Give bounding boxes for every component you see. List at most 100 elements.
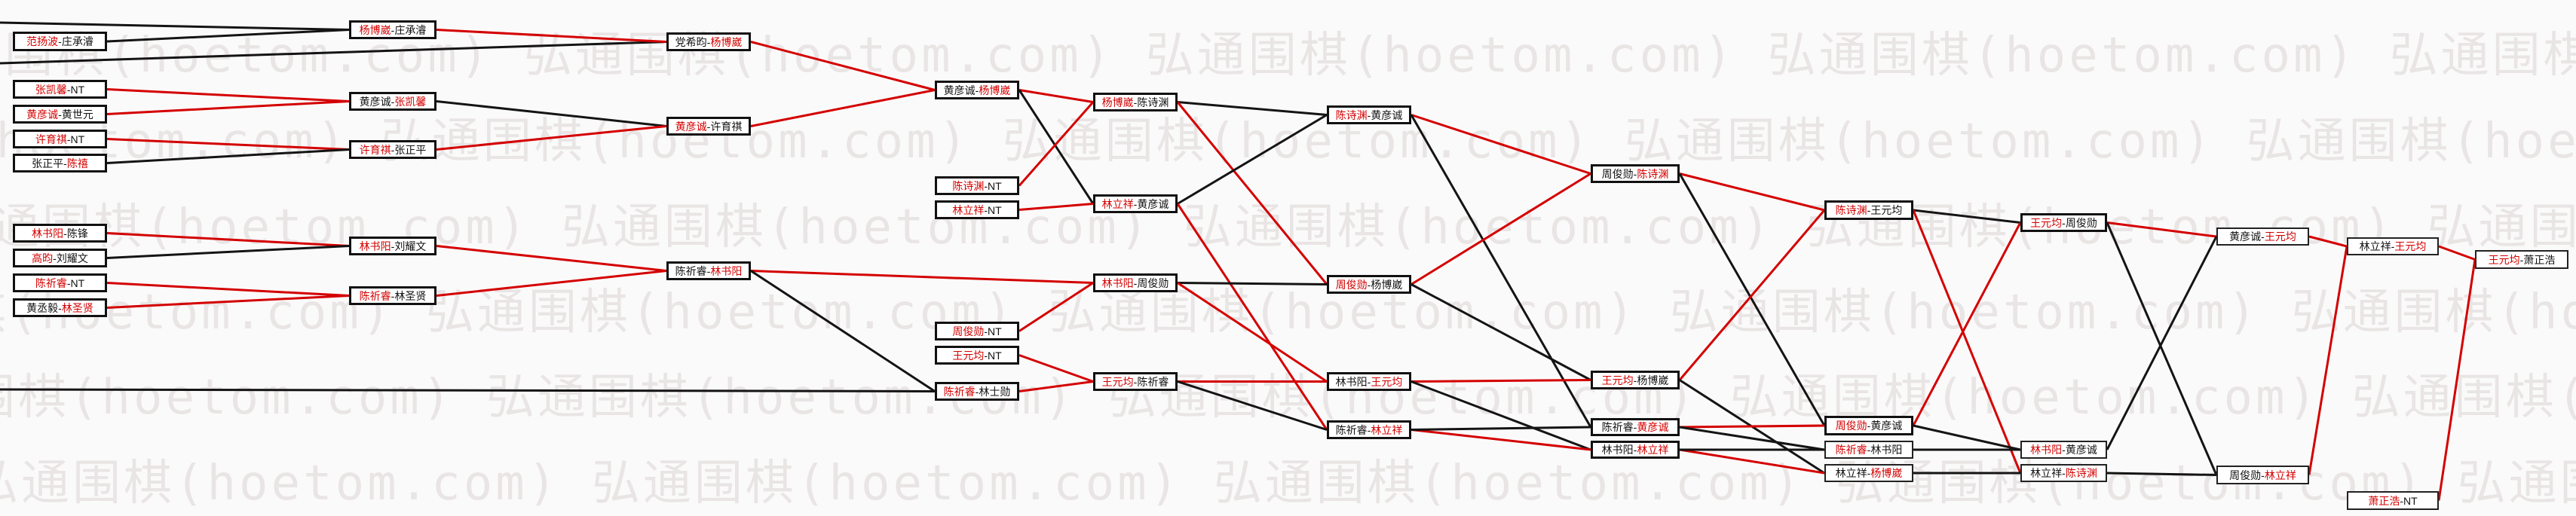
player-path-line (436, 245, 667, 272)
vs-dash: - (706, 264, 711, 277)
player-name-winner: 陈诗渊 (1335, 108, 1368, 121)
player-path-line (1679, 426, 1825, 451)
match-box: 黄彦诚-许育祺 (666, 117, 751, 136)
player-name-winner: 周俊勋 (1335, 278, 1368, 291)
vs-dash: - (975, 385, 979, 398)
player-path-line (1018, 282, 1094, 332)
player-name-loser: NT (988, 325, 1002, 337)
player-path-line (1410, 114, 1592, 428)
vs-dash: - (1133, 197, 1138, 210)
match-box: 林书阳-林立祥 (1591, 441, 1680, 459)
vs-dash: - (66, 276, 71, 289)
player-path-line (1912, 209, 2022, 474)
vs-dash: - (2261, 231, 2265, 243)
player-path-line (1177, 114, 1328, 205)
player-name-loser: 杨博崴 (1637, 374, 1669, 386)
vs-dash: - (391, 23, 395, 36)
player-name-winner: 陈祈睿 (35, 276, 67, 289)
player-path-line (1177, 101, 1328, 116)
vs-dash: - (66, 133, 71, 145)
player-name-loser: NT (70, 276, 85, 289)
player-name-loser: 张正平 (394, 143, 427, 156)
player-path-line (106, 138, 350, 151)
player-path-line (1678, 209, 1826, 381)
match-box: 陈祈睿-黄彦诚 (1591, 418, 1680, 436)
player-name-winner: 王元均 (1101, 375, 1134, 388)
match-box: 林立祥-陈诗渊 (2020, 464, 2107, 482)
player-path-line (1018, 380, 1094, 392)
vs-dash: - (2400, 494, 2403, 507)
match-box: 黄彦诚-王元均 (2216, 227, 2309, 246)
match-box: 王元均-周俊勋 (2020, 213, 2107, 232)
entry-line (0, 41, 667, 65)
player-name-winner: 张凯馨 (394, 95, 427, 108)
player-name-winner: 林书阳 (359, 240, 391, 252)
vs-dash: - (975, 84, 979, 96)
match-box: 陈诗渊-NT (935, 176, 1019, 195)
player-name-loser: 周俊勋 (2065, 216, 2097, 229)
player-name-winner: 杨博崴 (710, 35, 743, 48)
vs-dash: - (1133, 375, 1138, 388)
vs-dash: - (2261, 469, 2265, 481)
match-box: 黄丞毅-林圣贤 (13, 298, 107, 317)
player-name-winner: 周俊勋 (1835, 420, 1867, 432)
player-name-winner: 林书阳 (710, 264, 743, 277)
player-name-loser: 林士勋 (979, 385, 1011, 398)
player-path-line (1913, 209, 2021, 224)
player-path-line (106, 88, 350, 102)
player-path-line (1678, 173, 1826, 426)
player-name-loser: NT (988, 349, 1002, 362)
vs-dash: - (984, 179, 988, 192)
vs-dash: - (1133, 276, 1138, 289)
vs-dash: - (984, 349, 988, 362)
player-name-loser: 萧正浩 (2523, 253, 2556, 266)
player-name-loser: 黄彦诚 (2065, 444, 2097, 456)
player-path-line (1679, 448, 1825, 475)
player-path-line (2437, 259, 2476, 501)
vs-dash: - (984, 203, 988, 216)
player-name-winner: 陈诗渊 (952, 179, 985, 192)
player-path-line (1018, 101, 1095, 187)
player-name-winner: 王元均 (952, 349, 985, 362)
vs-dash: - (1867, 467, 1871, 479)
player-name-loser: 张正平 (32, 157, 64, 169)
vs-dash: - (63, 157, 67, 169)
match-box: 周俊勋-林立祥 (2216, 466, 2309, 484)
player-name-loser: 庄承濬 (61, 35, 93, 47)
vs-dash: - (706, 120, 711, 133)
player-name-winner: 陈诗渊 (2065, 467, 2097, 479)
player-name-loser: 杨博崴 (1371, 278, 1403, 291)
match-box: 林书阳-刘耀文 (349, 237, 436, 255)
player-name-winner: 王元均 (2030, 216, 2063, 229)
player-name-winner: 杨博崴 (979, 84, 1011, 96)
vs-dash: - (66, 83, 71, 96)
vs-dash: - (1367, 375, 1371, 388)
match-box: 陈祈睿-林书阳 (1824, 441, 1913, 459)
player-name-loser: 陈祈睿 (1137, 375, 1169, 388)
match-box: 王元均-萧正浩 (2475, 250, 2568, 269)
match-box: 陈祈睿-林书阳 (666, 261, 751, 280)
player-name-loser: 黄彦诚 (359, 95, 391, 108)
player-path-line (1411, 114, 1591, 175)
player-name-loser: 黄彦诚 (943, 84, 976, 96)
player-name-winner: 范扬波 (26, 35, 59, 47)
match-box: 陈祈睿-林立祥 (1327, 420, 1411, 439)
vs-dash: - (1133, 96, 1138, 108)
player-name-loser: 陈祈睿 (1601, 421, 1634, 433)
vs-dash: - (58, 108, 62, 121)
player-name-loser: 庄承濬 (394, 23, 427, 36)
player-name-loser: NT (2403, 494, 2418, 507)
player-name-loser: 周俊勋 (1137, 276, 1169, 289)
match-box: 黄彦诚-黄世元 (13, 105, 107, 124)
player-path-line (436, 100, 667, 127)
player-path-line (106, 245, 350, 259)
player-name-winner: 杨博崴 (1870, 467, 1903, 479)
player-path-line (2106, 221, 2217, 238)
player-name-winner: 萧正浩 (2368, 494, 2400, 507)
player-path-line (1177, 380, 1328, 431)
player-name-winner: 林书阳 (1101, 276, 1134, 289)
entry-line (0, 21, 350, 31)
player-name-winner: 陈祈睿 (1835, 444, 1867, 456)
match-box: 陈祈睿-林士勋 (935, 382, 1019, 401)
